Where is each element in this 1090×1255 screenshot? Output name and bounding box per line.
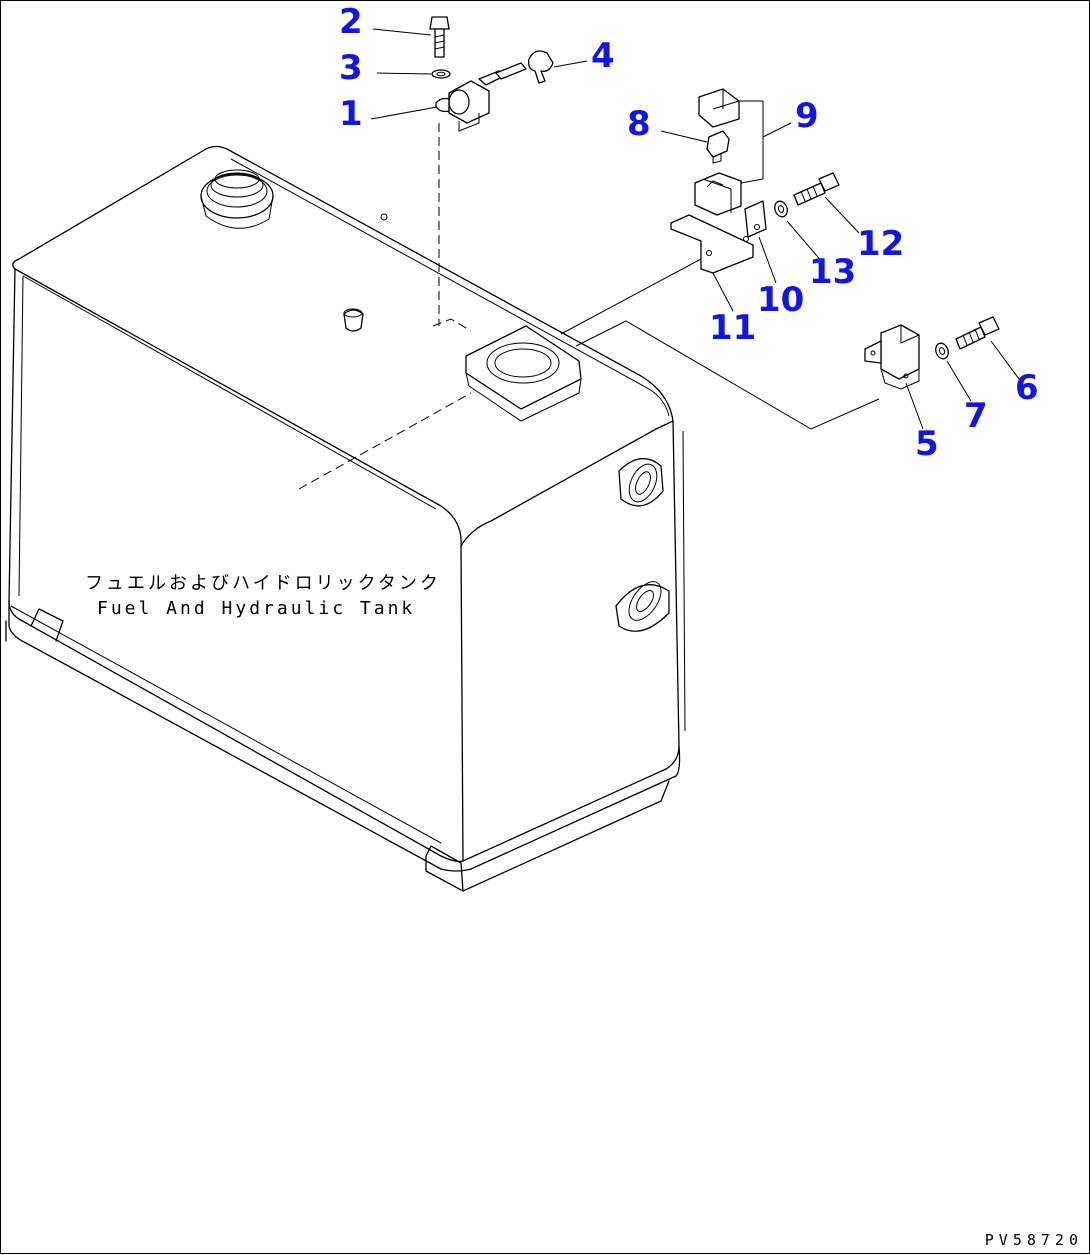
- drawing-code: PV58720: [984, 1231, 1083, 1249]
- callout-12: 12: [857, 224, 905, 264]
- tank-label-english: Fuel And Hydraulic Tank: [97, 598, 416, 619]
- part-1-sensor: [435, 62, 527, 132]
- filler-neck: [200, 169, 274, 229]
- part-9-connector: [694, 88, 764, 216]
- part-6-bolt: [955, 316, 1000, 350]
- part-13-washer: [774, 200, 788, 218]
- part-3-washer: [431, 69, 451, 79]
- part-12-bolt: [793, 172, 840, 206]
- fuel-hydraulic-tank: [5, 145, 686, 892]
- part-5-sensor: [864, 324, 920, 390]
- callout-10: 10: [757, 280, 805, 320]
- top-plug: [343, 308, 364, 332]
- harness-line-a: [560, 258, 702, 335]
- callout-6: 6: [1015, 368, 1039, 408]
- callout-5: 5: [915, 424, 939, 464]
- part-8-terminal: [706, 130, 730, 164]
- part-2-bolt: [429, 16, 450, 58]
- part-11-bracket: [670, 214, 754, 274]
- callout-9: 9: [795, 96, 819, 136]
- callout-11: 11: [709, 308, 757, 348]
- callout-2: 2: [339, 2, 363, 42]
- callout-3: 3: [339, 48, 363, 88]
- mount-line-cover: [298, 392, 472, 490]
- part-10-plate: [744, 200, 767, 238]
- harness-line-b: [575, 320, 880, 430]
- tank-label-japanese: フュエルおよびハイドロリックタンク: [85, 573, 441, 594]
- callout-1: 1: [339, 94, 363, 134]
- callout-4: 4: [591, 36, 615, 76]
- callout-13: 13: [809, 252, 857, 292]
- callout-7: 7: [964, 396, 988, 436]
- side-port-lower: [615, 581, 670, 632]
- leader-lines: [370, 28, 1020, 430]
- inspection-cover: [465, 325, 582, 422]
- part-4-clip: [527, 50, 554, 84]
- side-port-upper: [618, 458, 664, 507]
- mount-point: [432, 318, 472, 332]
- part-7-washer: [935, 342, 949, 360]
- callout-8: 8: [627, 104, 651, 144]
